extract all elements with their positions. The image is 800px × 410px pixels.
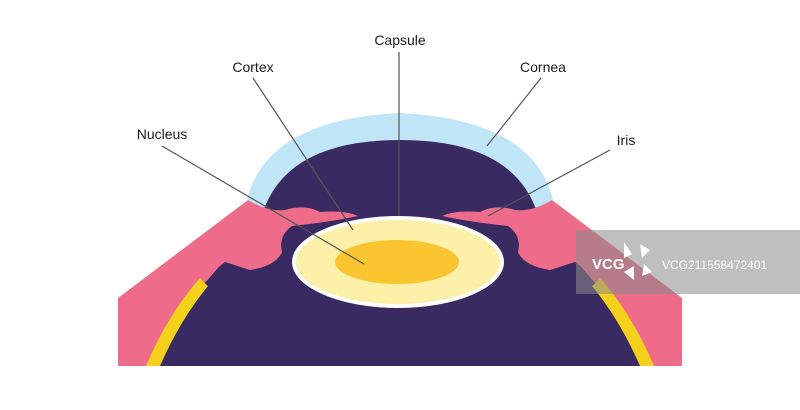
ciliary-body-right [592, 278, 654, 366]
label-capsule: Capsule [374, 32, 426, 48]
label-cortex: Cortex [232, 59, 273, 75]
nucleus-leader [161, 145, 365, 265]
ciliary-body-left [146, 278, 208, 366]
label-iris: Iris [617, 132, 636, 148]
cornea-shape [246, 113, 554, 215]
watermark-logo-text: VCG [592, 256, 625, 273]
iris-shape-left [200, 200, 358, 282]
cortex-leader [252, 77, 354, 231]
iris-leader [487, 149, 611, 217]
lens-nucleus [335, 240, 459, 284]
label-cornea: Cornea [520, 59, 566, 75]
iris-shape-right [442, 200, 600, 282]
label-nucleus: Nucleus [137, 126, 188, 142]
watermark-band [576, 230, 800, 294]
watermark-logo-icon [624, 242, 652, 280]
cornea-leader [486, 77, 542, 147]
watermark-id: VCG211558472401 [662, 258, 768, 272]
watermark: VCG VCG211558472401 [576, 230, 800, 294]
